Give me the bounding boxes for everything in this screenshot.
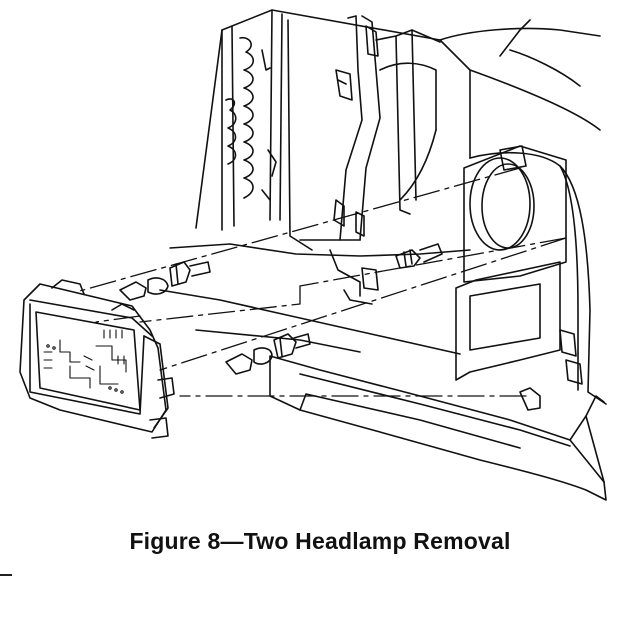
fender-panel — [439, 19, 607, 405]
figure-caption: Figure 8—Two Headlamp Removal — [129, 528, 511, 554]
lens-pattern — [43, 329, 127, 394]
removal-path-lines — [75, 167, 567, 397]
lower-support-rail — [159, 243, 607, 501]
headlamp-housing — [455, 145, 583, 385]
lower-bulb-socket — [225, 333, 311, 375]
headlamp-mounting-bracket — [299, 15, 441, 305]
margin-tick — [0, 574, 12, 576]
radiator-support-frame — [195, 9, 471, 251]
upper-bulb-socket — [119, 243, 443, 301]
headlamp-removal-diagram — [19, 9, 607, 501]
headlamp-unit — [19, 279, 175, 439]
